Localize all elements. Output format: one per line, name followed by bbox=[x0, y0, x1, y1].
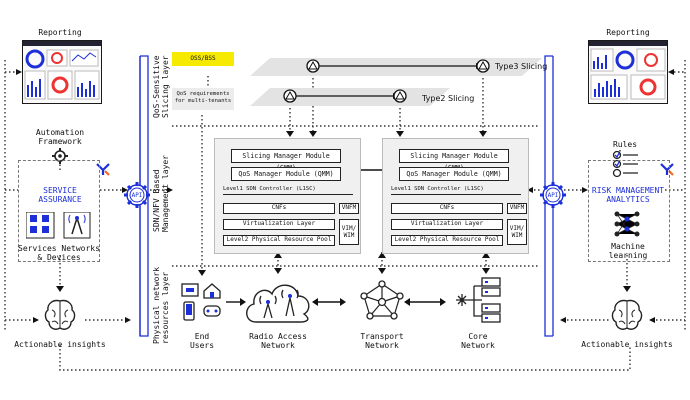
transport-label: Transport Network bbox=[360, 332, 404, 350]
cnfs-box: CNFs bbox=[391, 203, 503, 214]
smm-box: Slicing Manager Module (SMM) bbox=[231, 149, 341, 172]
vim-wim-box: VIM/ WIM bbox=[507, 219, 527, 245]
left-reporting-dashboard bbox=[22, 40, 102, 104]
transport-network-icon bbox=[360, 280, 404, 320]
ran-label: Radio Access Network bbox=[249, 332, 307, 350]
api-gear-icon bbox=[124, 182, 150, 208]
radio-access-cloud-icon bbox=[246, 284, 310, 323]
left-api-label: API bbox=[131, 192, 143, 199]
qmm-box: QoS Manager Module (QMM) bbox=[231, 167, 341, 181]
right-api-label: API bbox=[547, 192, 559, 199]
risk-management-frame bbox=[588, 160, 670, 262]
brain-icon bbox=[44, 299, 76, 330]
slice-node-icons bbox=[283, 59, 490, 103]
vnfm-box: VNFM bbox=[339, 203, 359, 214]
management-panel-left: Slicing Manager Module (SMM) QoS Manager… bbox=[214, 138, 361, 254]
l2-resource-pool-box: Level2 Physical Resource Pool bbox=[223, 235, 335, 246]
api-gear-icon bbox=[540, 182, 566, 208]
left-actionable-insights: Actionable insights bbox=[14, 340, 106, 349]
l2-resource-pool-box: Level2 Physical Resource Pool bbox=[391, 235, 503, 246]
type3-slicing-label: Type3 Slicing bbox=[495, 62, 548, 71]
service-assurance-frame bbox=[18, 160, 100, 262]
rules-label: Rules bbox=[612, 140, 638, 149]
end-users-label: End Users bbox=[189, 332, 215, 350]
machine-learning-label: Machine learning bbox=[608, 242, 648, 260]
right-reporting-dashboard bbox=[588, 40, 668, 104]
type2-slicing-label: Type2 Slicing bbox=[422, 94, 475, 103]
core-network-servers-icon bbox=[456, 277, 501, 323]
dashboard-chart-icon bbox=[589, 41, 667, 100]
neural-network-icon bbox=[614, 211, 640, 237]
services-devices-icon bbox=[26, 212, 91, 239]
risk-management-label: RISK MANAGEMENT ANALYTICS bbox=[591, 186, 665, 204]
dashboard-chart-icon bbox=[23, 41, 101, 100]
oss-bss-box: OSS/BSS bbox=[172, 52, 234, 66]
qos-layer-label: QoS-Sensitive Slicing layer bbox=[152, 55, 170, 118]
smm-box: Slicing Manager Module (SMM) bbox=[399, 149, 509, 172]
right-actionable-insights: Actionable insights bbox=[581, 340, 673, 349]
services-networks-devices-label: Services Networks & Devices bbox=[18, 244, 100, 262]
left-reporting-title: Reporting bbox=[38, 28, 82, 37]
l1sc-label: Level1 SDN Controller (L1SC) bbox=[391, 184, 521, 195]
qos-requirements-box: QoS requirements for multi-tenants bbox=[172, 88, 234, 110]
virtualization-layer-box: Virtualization Layer bbox=[391, 219, 503, 230]
l1sc-label: Level1 SDN Controller (L1SC) bbox=[223, 184, 353, 195]
gear-icon bbox=[52, 148, 68, 164]
qmm-box: QoS Manager Module (QMM) bbox=[399, 167, 509, 181]
service-assurance-label: SERVICE ASSURANCE bbox=[38, 186, 82, 204]
rules-checklist-icon bbox=[612, 150, 638, 178]
management-panel-right: Slicing Manager Module (SMM) QoS Manager… bbox=[382, 138, 529, 254]
automation-framework-label: Automation Framework bbox=[35, 128, 85, 146]
end-users-devices-icon bbox=[181, 283, 221, 321]
virtualization-layer-box: Virtualization Layer bbox=[223, 219, 335, 230]
slicing-planes bbox=[250, 58, 542, 106]
cnfs-box: CNFs bbox=[223, 203, 335, 214]
physical-layer-label: Physical network resources layer bbox=[152, 266, 170, 344]
vim-wim-box: VIM/ WIM bbox=[339, 219, 359, 245]
brain-icon bbox=[611, 299, 643, 330]
right-reporting-title: Reporting bbox=[606, 28, 650, 37]
core-label: Core Network bbox=[461, 332, 495, 350]
sdn-layer-label: SDN/NFV Based Management layer bbox=[152, 154, 170, 232]
vnfm-box: VNFM bbox=[507, 203, 527, 214]
